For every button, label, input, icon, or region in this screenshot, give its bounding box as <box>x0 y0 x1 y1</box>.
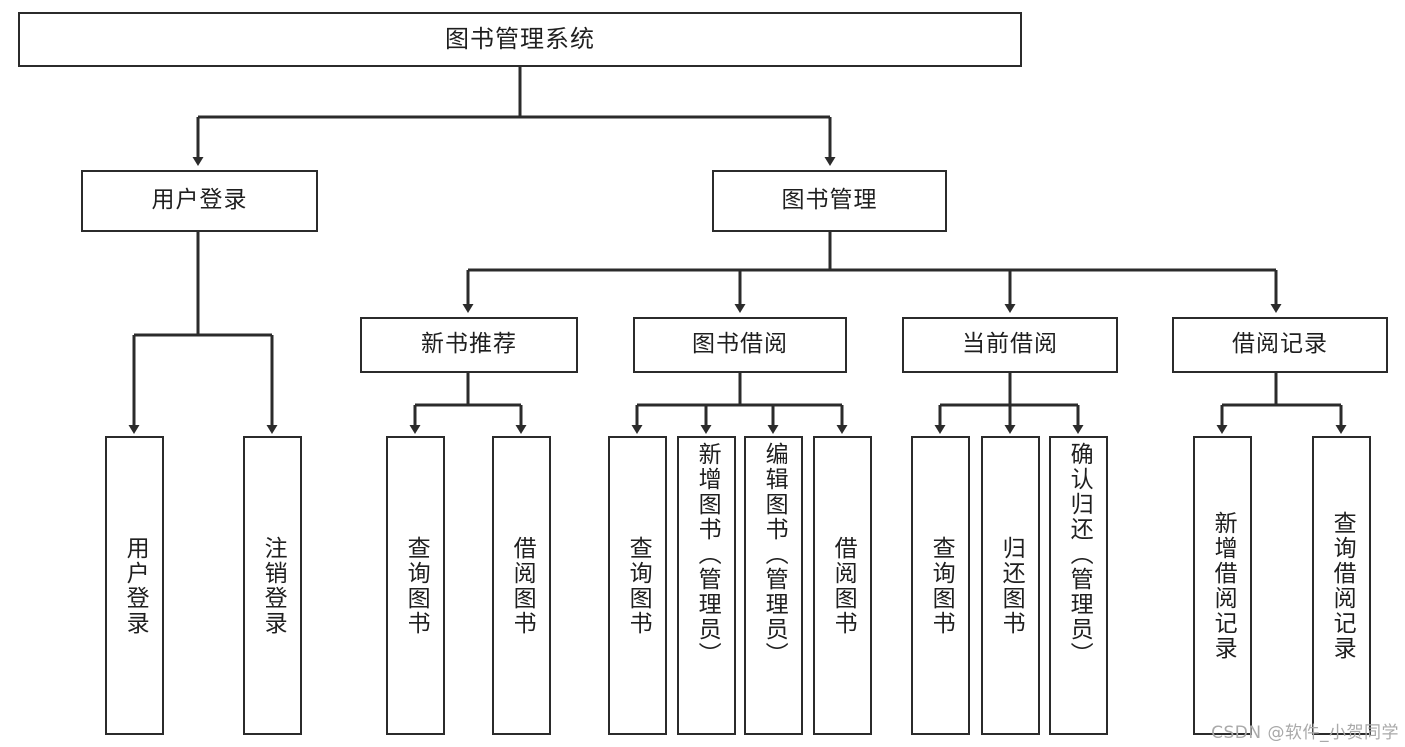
node-label: 查询图书 <box>625 535 652 636</box>
node-label: 图书借阅 <box>692 331 788 358</box>
node-label: 当前借阅 <box>962 331 1058 358</box>
node-label: 新增借阅记录 <box>1210 510 1237 661</box>
node-label: 图书管理 <box>781 187 878 214</box>
leaf-borrow-book[interactable]: 借阅图书 <box>813 436 872 735</box>
node-root-book-management-system[interactable]: 图书管理系统 <box>18 12 1022 67</box>
node-label: 查询图书 <box>403 535 430 636</box>
node-label: 新书推荐 <box>421 331 517 358</box>
node-label: 借阅图书 <box>509 535 536 636</box>
leaf-borrow-book-recommend[interactable]: 借阅图书 <box>492 436 551 735</box>
leaf-confirm-return-admin[interactable]: 确认归还（管理员） <box>1049 436 1108 735</box>
node-label: 用户登录 <box>151 187 248 214</box>
node-label: 编辑图书（管理员） <box>761 442 788 667</box>
node-label: 确认归还（管理员） <box>1066 442 1093 667</box>
node-label: 新增图书（管理员） <box>694 442 721 667</box>
node-label: 注销登录 <box>260 535 287 636</box>
leaf-query-book-current[interactable]: 查询图书 <box>911 436 970 735</box>
leaf-add-book-admin[interactable]: 新增图书（管理员） <box>677 436 736 735</box>
node-borrow-records[interactable]: 借阅记录 <box>1172 317 1388 373</box>
leaf-logout[interactable]: 注销登录 <box>243 436 302 735</box>
leaf-query-book[interactable]: 查询图书 <box>608 436 667 735</box>
node-label: 借阅图书 <box>830 535 857 636</box>
node-label: 归还图书 <box>998 535 1025 636</box>
leaf-add-borrow-record[interactable]: 新增借阅记录 <box>1193 436 1252 735</box>
csdn-watermark: CSDN @软件_小贺同学 <box>1211 723 1399 743</box>
node-current-borrow[interactable]: 当前借阅 <box>902 317 1118 373</box>
node-new-book-recommend[interactable]: 新书推荐 <box>360 317 578 373</box>
leaf-return-book[interactable]: 归还图书 <box>981 436 1040 735</box>
node-user-login[interactable]: 用户登录 <box>81 170 318 232</box>
node-book-management[interactable]: 图书管理 <box>712 170 947 232</box>
leaf-edit-book-admin[interactable]: 编辑图书（管理员） <box>744 436 803 735</box>
node-label: 查询图书 <box>928 535 955 636</box>
leaf-query-book-recommend[interactable]: 查询图书 <box>386 436 445 735</box>
leaf-query-borrow-record[interactable]: 查询借阅记录 <box>1312 436 1371 735</box>
node-book-borrow[interactable]: 图书借阅 <box>633 317 847 373</box>
node-label: 借阅记录 <box>1232 331 1328 358</box>
node-label: 用户登录 <box>122 535 149 636</box>
node-label: 图书管理系统 <box>445 25 595 54</box>
leaf-user-login[interactable]: 用户登录 <box>105 436 164 735</box>
node-label: 查询借阅记录 <box>1329 510 1356 661</box>
